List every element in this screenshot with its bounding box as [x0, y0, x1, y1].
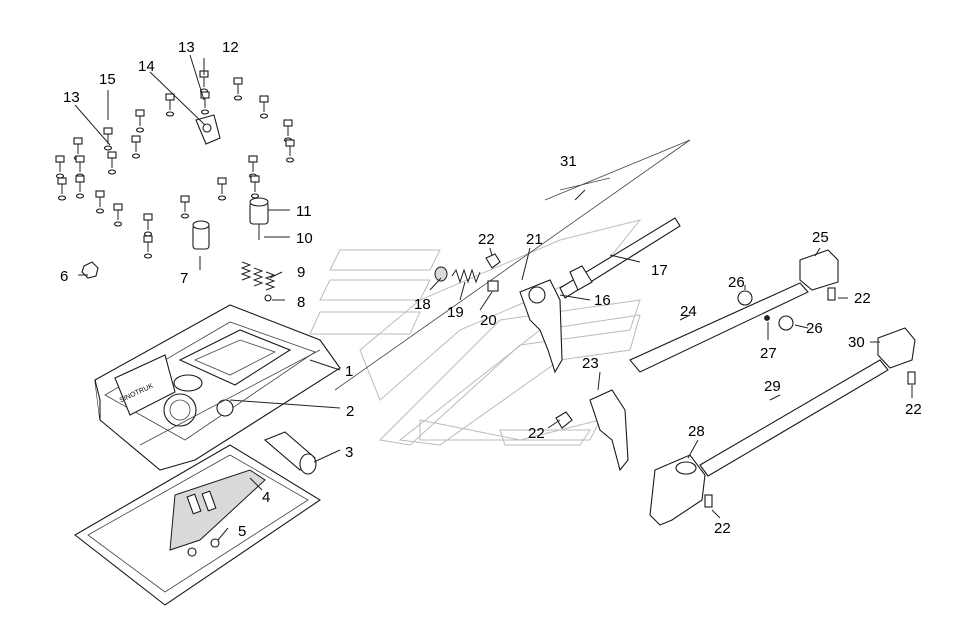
callout-10: 10 [296, 230, 313, 247]
part-26-ball-a [737, 290, 753, 306]
callout-13-left: 13 [63, 89, 80, 106]
part-17-shaft [559, 217, 681, 299]
bolt-icon [165, 93, 175, 117]
callout-6: 6 [60, 268, 68, 285]
part-19-spring [451, 268, 481, 284]
part-22-nut-b [555, 411, 573, 429]
bolt-icon [135, 109, 145, 133]
callout-31: 31 [560, 153, 577, 170]
callout-24: 24 [680, 303, 697, 320]
part-26-ball-b [778, 315, 794, 331]
part-28-shift-fork [649, 454, 706, 526]
part-22-nut-a [485, 253, 501, 269]
bolt-icon [200, 91, 210, 115]
callout-16: 16 [594, 292, 611, 309]
bolt-icon [95, 190, 105, 214]
part-22-bolt-e [704, 494, 713, 508]
callout-26-b: 26 [806, 320, 823, 337]
callout-30: 30 [848, 334, 865, 351]
part-7-switch [192, 220, 210, 250]
callout-20: 20 [480, 312, 497, 329]
callout-1: 1 [345, 363, 353, 380]
callout-25: 25 [812, 229, 829, 246]
callout-27: 27 [760, 345, 777, 362]
bolt-cluster [55, 70, 295, 259]
bolt-icon [103, 127, 113, 151]
callout-22-b: 22 [528, 425, 545, 442]
bolt-icon [180, 195, 190, 219]
callout-13-top: 13 [178, 39, 195, 56]
part-27-pin [764, 315, 770, 321]
callout-22-d: 22 [905, 401, 922, 418]
callout-11: 11 [296, 203, 312, 220]
bolt-icon [75, 155, 85, 179]
part-4-oil-pan [74, 444, 322, 606]
part-1-cover-housing: SINOTRUK [94, 304, 341, 471]
callout-12: 12 [222, 39, 239, 56]
callout-14: 14 [138, 58, 155, 75]
part-30-block [877, 327, 916, 369]
bolt-icon [107, 151, 117, 175]
bolt-icon [57, 177, 67, 201]
part-8-ball [264, 294, 272, 302]
bolt-icon [217, 177, 227, 201]
part-20-sleeve [487, 280, 499, 292]
bolt-icon [250, 175, 260, 199]
callout-15: 15 [99, 71, 116, 88]
callout-8: 8 [297, 294, 305, 311]
bolt-icon [233, 77, 243, 101]
callout-3: 3 [345, 444, 353, 461]
callout-21: 21 [526, 231, 543, 248]
part-22-bolt-d [907, 371, 916, 385]
callout-5: 5 [238, 523, 246, 540]
callout-22-a: 22 [478, 231, 495, 248]
callout-labels: 1 2 3 4 5 6 7 8 9 10 11 12 13 13 14 15 1… [60, 39, 922, 540]
bolt-icon [248, 155, 258, 179]
callout-22-c: 22 [854, 290, 871, 307]
part-24-shaft [629, 282, 809, 373]
callout-7: 7 [180, 270, 188, 287]
callout-18: 18 [414, 296, 431, 313]
part-11-switch [249, 197, 269, 240]
watermark-outline [309, 219, 642, 446]
bolt-icon [113, 203, 123, 227]
callout-22-e: 22 [714, 520, 731, 537]
part-23-shift-fork [589, 389, 629, 472]
bolt-icon [131, 135, 141, 159]
bolt-icon [283, 119, 293, 143]
bolt-icon [55, 155, 65, 179]
callout-23: 23 [582, 355, 599, 372]
bolt-icon [259, 95, 269, 119]
callout-2: 2 [346, 403, 354, 420]
callout-9: 9 [297, 264, 305, 281]
leader-lines [74, 54, 913, 541]
bolt-icon [143, 213, 153, 237]
part-25-block [799, 249, 839, 291]
bolt-icon [143, 235, 153, 259]
part-6-nut [81, 261, 99, 279]
part-29-shaft [699, 359, 889, 477]
part-22-bolt-c [827, 287, 836, 301]
callout-29: 29 [764, 378, 781, 395]
part-9-springs [240, 261, 276, 291]
callout-17: 17 [651, 262, 668, 279]
part-16-shift-fork [519, 279, 563, 374]
callout-19: 19 [447, 304, 464, 321]
callout-26-a: 26 [728, 274, 745, 291]
part-18-plug [434, 266, 448, 282]
part-3-connector [263, 431, 317, 475]
part-31-guide [334, 139, 691, 391]
bolt-icon [285, 139, 295, 163]
bolt-icon [75, 175, 85, 199]
callout-4: 4 [262, 489, 270, 506]
callout-28: 28 [688, 423, 705, 440]
